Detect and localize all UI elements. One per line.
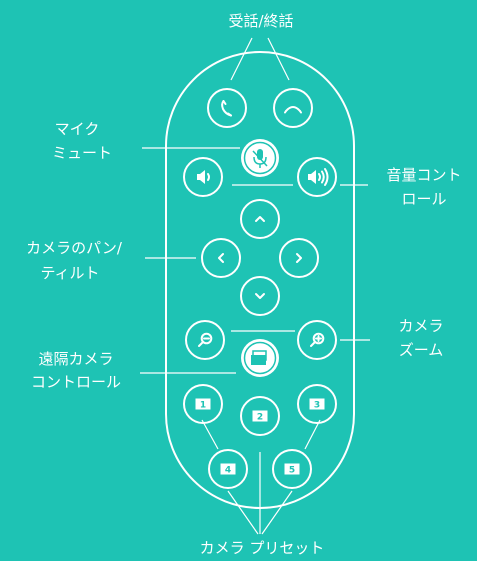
volume-down-icon <box>197 170 210 184</box>
preset-5-button[interactable]: 5 <box>272 449 312 489</box>
call-label: 受話/終話 <box>228 12 293 30</box>
phone-answer-icon <box>221 100 232 117</box>
far-end-label-line2: コントロール <box>31 373 121 391</box>
leader-lines <box>140 37 370 535</box>
pan-left-button[interactable] <box>201 238 241 278</box>
tilt-down-button[interactable] <box>240 276 280 316</box>
preset-4-label: 4 <box>225 466 231 476</box>
preset-5-label: 5 <box>289 466 295 476</box>
mic-mute-button[interactable] <box>241 139 279 177</box>
preset-3-button[interactable]: 3 <box>297 384 337 424</box>
remote-body <box>165 51 355 509</box>
zoom-label-line1: カメラ <box>398 317 443 335</box>
chevron-up-icon <box>255 216 265 222</box>
far-end-control-button[interactable] <box>241 339 279 377</box>
volume-up-button[interactable] <box>297 157 337 197</box>
preset-3-label: 3 <box>314 401 320 411</box>
volume-up-icon <box>308 168 329 186</box>
answer-call-button[interactable] <box>207 88 247 128</box>
preset-1-label: 1 <box>200 401 206 411</box>
volume-label-line1: 音量コント <box>386 166 461 184</box>
pan-tilt-label-line2: ティルト <box>40 264 99 282</box>
chevron-down-icon <box>255 293 265 299</box>
phone-end-icon <box>284 106 302 114</box>
far-end-label-line1: 遠隔カメラ <box>38 350 113 368</box>
zoom-label-line2: ズーム <box>399 341 444 359</box>
zoom-out-icon <box>198 332 213 347</box>
volume-label-line2: ロール <box>401 190 446 208</box>
mic-mute-label-line1: マイク <box>55 120 100 138</box>
tilt-up-button[interactable] <box>240 199 280 239</box>
zoom-in-button[interactable] <box>297 320 337 360</box>
preset-2-button[interactable]: 2 <box>240 396 280 436</box>
mic-mute-label-line2: ミュート <box>52 144 112 162</box>
presets-label: カメラ プリセット <box>200 539 325 557</box>
chevron-left-icon <box>218 253 224 263</box>
zoom-in-icon <box>310 332 325 347</box>
pan-tilt-label-line1: カメラのパン/ <box>26 239 123 257</box>
far-end-control-icon <box>251 350 267 365</box>
zoom-out-button[interactable] <box>185 320 225 360</box>
pan-right-button[interactable] <box>279 238 319 278</box>
preset-4-button[interactable]: 4 <box>208 449 248 489</box>
preset-2-label: 2 <box>257 413 263 423</box>
chevron-right-icon <box>296 253 302 263</box>
volume-down-button[interactable] <box>183 157 223 197</box>
preset-1-button[interactable]: 1 <box>183 384 223 424</box>
end-call-button[interactable] <box>273 88 313 128</box>
microphone-mute-icon <box>252 149 268 168</box>
